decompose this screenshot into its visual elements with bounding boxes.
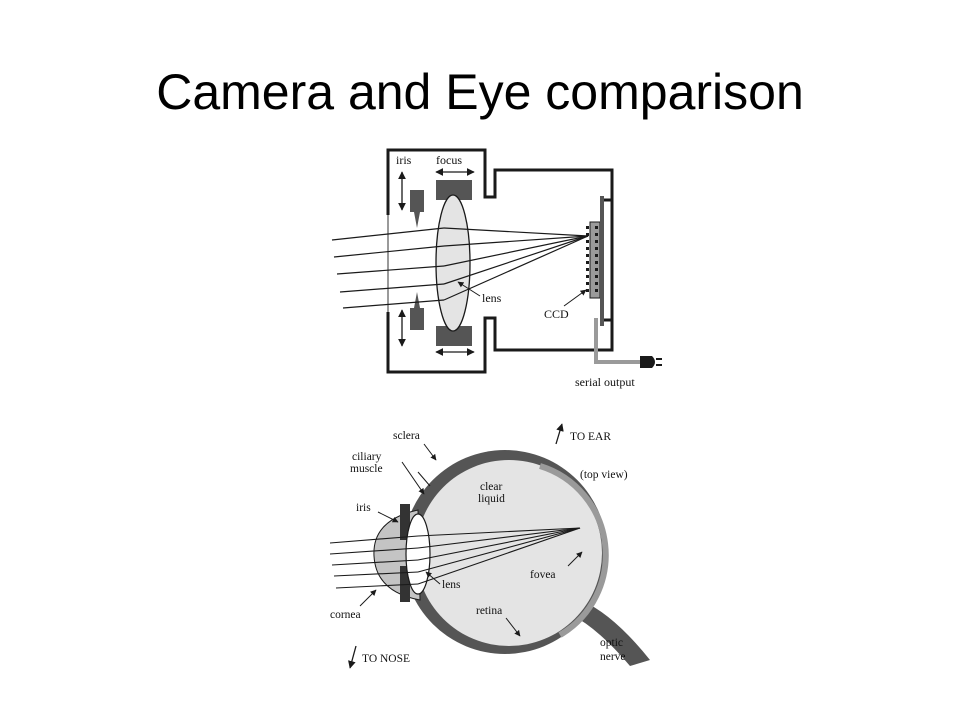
iris-blade-bottom — [410, 308, 424, 330]
iris-tip-top — [414, 212, 420, 228]
ccd-leader — [563, 289, 587, 307]
ccd-sensor — [586, 196, 612, 326]
camera-iris-label: iris — [396, 153, 412, 167]
fovea-leader — [567, 551, 583, 567]
eye-sclera-label: sclera — [393, 430, 420, 442]
eye-retina-label: retina — [476, 605, 502, 617]
eye-retina — [539, 463, 609, 638]
cornea-leader — [359, 589, 377, 607]
eye-clear-label: clear — [480, 481, 503, 493]
eye-ciliary-label: ciliary — [352, 451, 382, 463]
retina-leader — [505, 617, 521, 637]
camera-focus-label: focus — [436, 153, 462, 167]
camera-lens — [435, 194, 471, 332]
eye-light-rays — [329, 527, 581, 589]
eye-iris-label: iris — [356, 502, 371, 514]
camera-diagram: iris focus lens CCD serial output — [331, 148, 662, 389]
serial-cable — [594, 318, 640, 364]
camera-lens-label: lens — [482, 291, 502, 305]
eye-fovea-label: fovea — [530, 569, 556, 581]
eye-iris-bottom — [400, 566, 410, 602]
eye-muscle-label-text: muscle — [350, 463, 383, 475]
optic-nerve — [570, 598, 650, 666]
to-nose-arrow — [348, 645, 357, 669]
iris-leader — [377, 511, 399, 523]
serial-connector — [640, 356, 655, 368]
iris-blade-top — [410, 190, 424, 212]
ciliary-leader — [401, 461, 425, 495]
camera-body — [386, 148, 614, 374]
eye-to-nose-label: TO NOSE — [362, 653, 410, 665]
eye-liquid-label: liquid — [478, 493, 505, 505]
eye-diagram: sclera ciliary muscle iris cornea lens c… — [329, 423, 650, 669]
eye-nerve-label: nerve — [600, 651, 626, 663]
eye-to-ear-label: TO EAR — [570, 431, 611, 443]
focus-block-top — [436, 180, 472, 200]
camera-serial-output-label: serial output — [575, 375, 635, 389]
iris-tip-bottom — [414, 292, 420, 308]
camera-ccd-label: CCD — [544, 307, 569, 321]
eye-lens-label: lens — [442, 579, 461, 591]
eye-lens — [405, 513, 431, 595]
eye-optic-label: optic — [600, 637, 623, 649]
slide-title: Camera and Eye comparison — [156, 64, 804, 120]
to-ear-arrow — [555, 423, 564, 445]
ciliary-leader-2 — [417, 471, 431, 487]
eye-iris-top — [400, 504, 410, 540]
eye-cornea-label: cornea — [330, 609, 361, 621]
sclera-leader — [423, 443, 437, 461]
eye-lens-leader — [425, 571, 441, 585]
focus-block-bottom — [436, 326, 472, 346]
lens-leader — [457, 281, 481, 297]
camera-light-rays — [331, 227, 589, 309]
eye-top-view-label: (top view) — [580, 469, 628, 481]
